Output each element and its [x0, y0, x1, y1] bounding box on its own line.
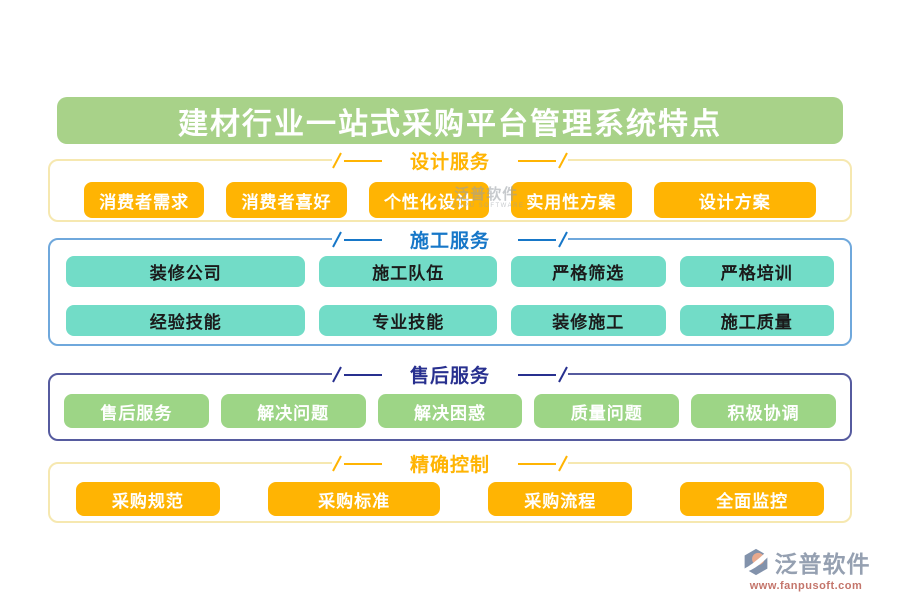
- pill-row: 采购规范 采购标准 采购流程 全面监控: [76, 482, 825, 516]
- section-heading-label: 精确控制: [409, 455, 491, 476]
- feature-pill: 实用性方案: [511, 182, 632, 218]
- feature-pill: 个性化设计: [368, 182, 490, 218]
- slash-decoration: [332, 366, 342, 383]
- feature-pill: 施工队伍: [319, 256, 498, 287]
- slash-decoration: [558, 152, 568, 169]
- line-decoration: [518, 238, 557, 241]
- slash-decoration: [558, 366, 568, 383]
- section-rows: 售后服务解决问题解决困惑质量问题积极协调: [50, 375, 850, 428]
- line-decoration: [518, 373, 557, 376]
- section-construction-service: 施工服务装修公司施工队伍严格筛选严格培训经验技能专业技能装修施工施工质量: [48, 226, 852, 346]
- feature-pill: 装修公司: [66, 256, 306, 287]
- line-decoration: [518, 462, 557, 465]
- section-heading-precise-control: 精确控制: [331, 450, 569, 477]
- slash-decoration: [332, 455, 342, 472]
- pill-row: 装修公司施工队伍严格筛选严格培训: [66, 256, 834, 287]
- section-after-sales-service: 售后服务售后服务解决问题解决困惑质量问题积极协调: [48, 361, 852, 441]
- section-heading-design-service: 设计服务: [331, 147, 569, 174]
- feature-pill: 施工质量: [679, 305, 834, 336]
- pill-row: 经验技能专业技能装修施工施工质量: [66, 305, 834, 336]
- feature-pill: 解决问题: [220, 394, 366, 428]
- section-heading-construction-service: 施工服务: [331, 226, 569, 253]
- line-decoration: [343, 238, 382, 241]
- footer-url: www.fanpusoft.com: [749, 580, 863, 592]
- slash-decoration: [558, 231, 568, 248]
- feature-pill: 售后服务: [64, 394, 209, 428]
- section-rows: 采购规范 采购标准 采购流程 全面监控: [50, 464, 850, 516]
- line-decoration: [343, 373, 382, 376]
- pill-row: 售后服务解决问题解决困惑质量问题积极协调: [64, 394, 836, 428]
- footer-brand-name: 泛普软件: [774, 551, 871, 577]
- feature-pill: 专业技能: [319, 305, 498, 336]
- feature-pill: 采购标准: [267, 482, 441, 516]
- feature-pill: 严格培训: [679, 256, 834, 287]
- section-rows: 装修公司施工队伍严格筛选严格培训经验技能专业技能装修施工施工质量: [50, 240, 850, 336]
- slash-decoration: [558, 455, 568, 472]
- section-heading-after-sales-service: 售后服务: [331, 361, 569, 388]
- section-design-service: 设计服务消费者需求消费者喜好个性化设计实用性方案设计方案: [48, 147, 852, 222]
- line-decoration: [343, 159, 382, 162]
- section-heading-label: 设计服务: [409, 152, 491, 173]
- feature-pill: 解决困惑: [377, 394, 523, 428]
- feature-pill: 质量问题: [534, 394, 680, 428]
- fanpu-hexagon-swoosh-icon: [742, 548, 770, 576]
- section-precise-control: 精确控制采购规范 采购标准 采购流程 全面监控: [48, 450, 852, 523]
- footer-logo: 泛普软件 www.fanpusoft.com: [726, 545, 886, 592]
- line-decoration: [518, 159, 557, 162]
- page-title: 建材行业一站式采购平台管理系统特点: [57, 97, 843, 144]
- pill-row: 消费者需求消费者喜好个性化设计实用性方案设计方案: [84, 182, 816, 218]
- section-rows: 消费者需求消费者喜好个性化设计实用性方案设计方案: [50, 161, 850, 218]
- slash-decoration: [332, 152, 342, 169]
- feature-pill: 消费者喜好: [226, 182, 347, 218]
- feature-pill: 采购规范: [76, 482, 220, 516]
- section-heading-label: 施工服务: [409, 231, 491, 252]
- feature-pill: 装修施工: [511, 305, 666, 336]
- section-heading-label: 售后服务: [409, 366, 491, 387]
- feature-pill: 采购流程: [488, 482, 633, 516]
- feature-pill: 全面监控: [680, 482, 825, 516]
- feature-pill: 消费者需求: [84, 182, 205, 218]
- feature-pill: 经验技能: [66, 305, 306, 336]
- line-decoration: [343, 462, 382, 465]
- feature-pill: 严格筛选: [511, 256, 666, 287]
- slash-decoration: [332, 231, 342, 248]
- feature-pill: 设计方案: [653, 182, 816, 218]
- feature-pill: 积极协调: [691, 394, 836, 428]
